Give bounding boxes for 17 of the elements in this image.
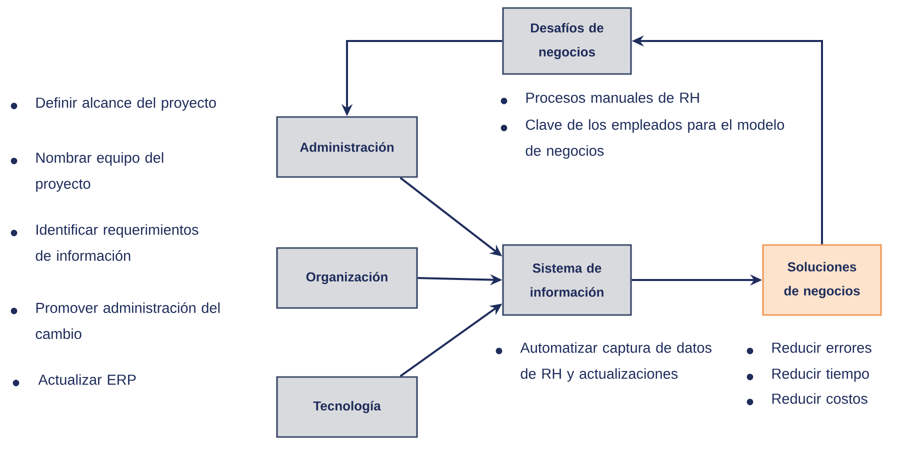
process-box: Organización <box>276 247 418 309</box>
process-box: Soluciones de negocios <box>762 244 882 316</box>
bullet-item: Reducir errores <box>746 342 872 354</box>
bullet-item: Procesos manuales de RH <box>500 92 699 104</box>
bullet-item: Clave de los empleados para el modelo de negocios <box>500 119 784 159</box>
bullet-item: Reducir costos <box>746 393 868 406</box>
bullet-item: Actualizar ERP <box>12 374 136 386</box>
process-box: Tecnología <box>276 376 418 438</box>
process-box: Administración <box>276 116 418 178</box>
bullet-item: Reducir tiempo <box>746 368 869 382</box>
bullet-item: Automatizar captura de datos de RH y actualizaciones <box>496 342 712 382</box>
bullet-item: Definir alcance del proyecto <box>10 97 216 111</box>
bullet-item: Promover administración del cambio <box>10 302 220 339</box>
process-box: Desafíos de negocios <box>502 7 632 75</box>
bullet-item: Nombrar equipo del proyecto <box>10 152 164 192</box>
bullet-item: Identificar requerimientos de información <box>10 224 198 261</box>
process-box: Sistema de información <box>502 244 632 316</box>
